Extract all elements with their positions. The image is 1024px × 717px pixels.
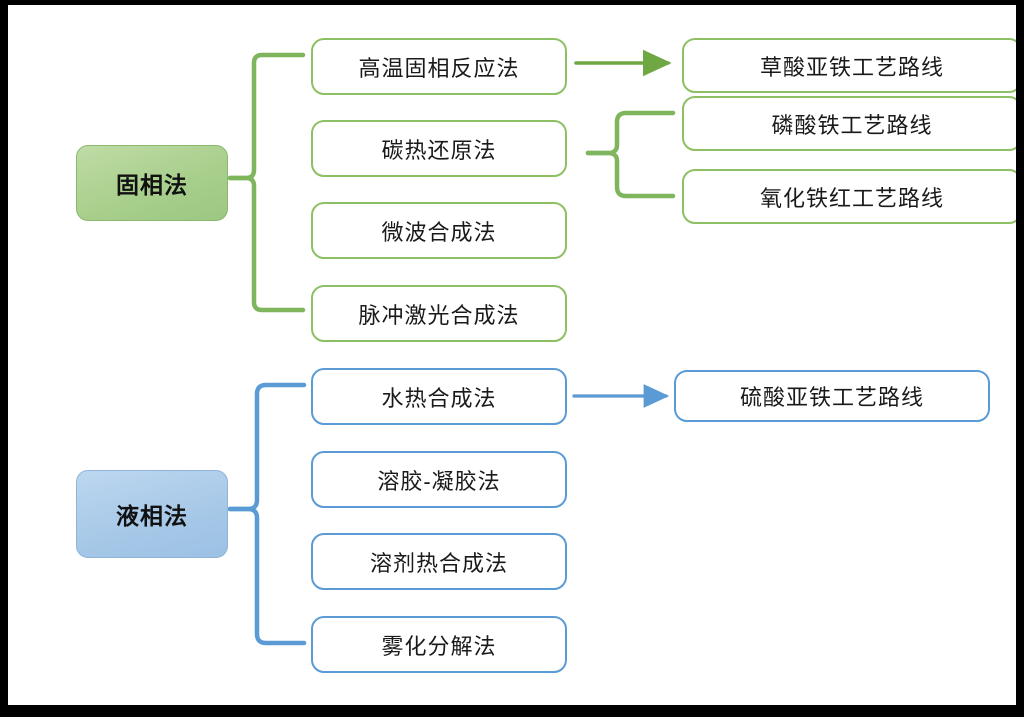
route-node-ferrous-sulfate[interactable]: 硫酸亚铁工艺路线 (674, 370, 990, 422)
route-node-iron-phosphate[interactable]: 磷酸铁工艺路线 (682, 96, 1016, 151)
method-node-sol-gel[interactable]: 溶胶-凝胶法 (311, 451, 567, 508)
method-node-spray-decomposition[interactable]: 雾化分解法 (311, 616, 567, 673)
brace-solid-phase (227, 52, 306, 313)
route-node-ferrous-oxalate[interactable]: 草酸亚铁工艺路线 (682, 38, 1016, 93)
method-node-pulsed-laser-synthesis[interactable]: 脉冲激光合成法 (311, 285, 567, 342)
brace-carbothermal (585, 110, 676, 199)
method-node-microwave-synthesis[interactable]: 微波合成法 (311, 202, 567, 259)
root-node-liquid-phase[interactable]: 液相法 (76, 470, 228, 558)
method-node-hydrothermal-synthesis[interactable]: 水热合成法 (311, 368, 567, 425)
method-node-high-temp-solid-state[interactable]: 高温固相反应法 (311, 38, 567, 95)
diagram-canvas: 固相法 高温固相反应法 碳热还原法 微波合成法 脉冲激光合成法 草酸亚铁工艺路线… (8, 5, 1016, 705)
method-node-carbothermal-reduction[interactable]: 碳热还原法 (311, 120, 567, 177)
method-node-solvothermal-synthesis[interactable]: 溶剂热合成法 (311, 533, 567, 590)
root-node-solid-phase[interactable]: 固相法 (76, 145, 228, 221)
brace-liquid-phase (227, 382, 307, 646)
route-node-iron-oxide-red[interactable]: 氧化铁红工艺路线 (682, 169, 1016, 224)
